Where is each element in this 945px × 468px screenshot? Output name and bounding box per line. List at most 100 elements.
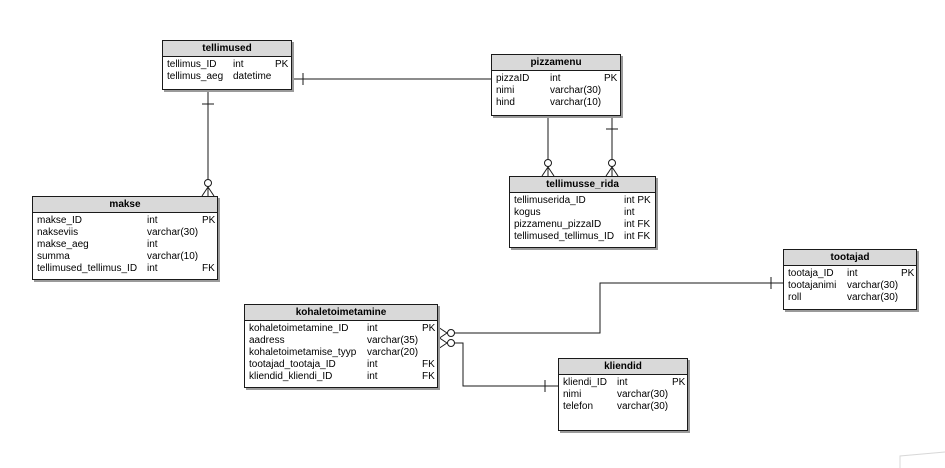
attribute-row: nimi varchar(30)	[559, 389, 687, 401]
column-key: FK	[422, 371, 435, 382]
column-name: aadress	[249, 335, 285, 346]
column-name: kohaletoimetamise_tyyp	[249, 347, 357, 358]
column-name: nakseviis	[37, 227, 79, 238]
column-name: tootajanimi	[788, 280, 837, 291]
column-type: varchar(30)	[147, 227, 199, 238]
column-key: FK	[202, 263, 215, 274]
column-name: kogus	[514, 207, 541, 218]
column-type: int	[617, 377, 628, 388]
rel-tellimused-pizzamenu	[292, 73, 491, 85]
column-type: varchar(10)	[147, 251, 199, 262]
attribute-row: tellimuserida_ID int PK	[510, 195, 655, 207]
column-name: tellimused_tellimus_ID	[37, 263, 138, 274]
column-key: FK	[422, 359, 435, 370]
column-name: telefon	[563, 401, 594, 412]
entity-title: tellimused	[163, 41, 291, 57]
column-key: PK	[901, 268, 915, 279]
rel-pizzamenu-tellimusse-rida-right	[605, 116, 619, 177]
column-type: int	[550, 73, 561, 84]
attribute-row: kogus int	[510, 207, 655, 219]
entity-tootajad[interactable]: tootajad tootaja_ID int PK tootajanimi v…	[783, 249, 917, 310]
attribute-row: makse_aeg int	[33, 239, 217, 251]
rel-kliendid-kohaletoimetamine	[437, 336, 558, 392]
rel-pizzamenu-tellimusse-rida-left	[541, 116, 555, 177]
column-type: varchar(30)	[550, 85, 602, 96]
column-type: varchar(10)	[550, 97, 602, 108]
entity-kliendid[interactable]: kliendid kliendi_ID int PK nimi varchar(…	[558, 358, 688, 431]
column-name: tootajad_tootaja_ID	[249, 359, 336, 370]
column-name: tellimused_tellimus_ID	[514, 231, 615, 242]
column-key: PK	[275, 59, 289, 70]
column-type: int PK	[624, 195, 651, 206]
attribute-row: makse_ID int PK	[33, 215, 217, 227]
column-name: tellimuserida_ID	[514, 195, 586, 206]
column-name: roll	[788, 292, 802, 303]
entity-makse[interactable]: makse makse_ID int PK nakseviis varchar(…	[32, 196, 218, 280]
attribute-row: telefon varchar(30)	[559, 401, 687, 413]
column-type: int	[367, 323, 378, 334]
corner-artifact	[899, 451, 945, 468]
attribute-row: kliendi_ID int PK	[559, 377, 687, 389]
column-name: summa	[37, 251, 70, 262]
column-type: int FK	[624, 219, 651, 230]
attribute-row: tellimus_aeg datetime	[163, 71, 291, 83]
attribute-row: nimi varchar(30)	[492, 85, 620, 97]
entity-tellimusse-rida[interactable]: tellimusse_rida tellimuserida_ID int PK …	[509, 176, 656, 248]
column-name: tellimus_ID	[167, 59, 217, 70]
entity-kohaletoimetamine[interactable]: kohaletoimetamine kohaletoimetamine_ID i…	[244, 304, 438, 388]
attribute-row: aadress varchar(35)	[245, 335, 437, 347]
column-type: int	[147, 263, 158, 274]
column-type: varchar(20)	[367, 347, 419, 358]
column-type: varchar(30)	[617, 389, 669, 400]
column-type: datetime	[233, 71, 272, 82]
column-type: varchar(30)	[847, 280, 899, 291]
attribute-row: kohaletoimetamine_ID int PK	[245, 323, 437, 335]
entity-tellimused[interactable]: tellimused tellimus_ID int PK tellimus_a…	[162, 40, 292, 90]
attribute-row: nakseviis varchar(30)	[33, 227, 217, 239]
column-name: kliendi_ID	[563, 377, 607, 388]
column-name: hind	[496, 97, 515, 108]
column-name: nimi	[496, 85, 515, 96]
attribute-row: hind varchar(10)	[492, 97, 620, 109]
column-type: int	[624, 207, 635, 218]
attribute-row: tellimus_ID int PK	[163, 59, 291, 71]
attribute-row: tootajanimi varchar(30)	[784, 280, 916, 292]
entity-title: tootajad	[784, 250, 916, 266]
column-name: nimi	[563, 389, 582, 400]
entity-title: makse	[33, 197, 217, 213]
column-type: varchar(35)	[367, 335, 419, 346]
attribute-row: tootajad_tootaja_ID int FK	[245, 359, 437, 371]
column-type: int	[147, 239, 158, 250]
column-name: kohaletoimetamine_ID	[249, 323, 349, 334]
entity-title: kliendid	[559, 359, 687, 375]
column-name: makse_aeg	[37, 239, 89, 250]
entity-pizzamenu[interactable]: pizzamenu pizzaID int PK nimi varchar(30…	[491, 54, 621, 116]
attribute-row: kliendid_kliendi_ID int FK	[245, 371, 437, 383]
column-key: PK	[672, 377, 686, 388]
attribute-row: summa varchar(10)	[33, 251, 217, 263]
rel-tellimused-makse	[201, 90, 215, 197]
column-name: makse_ID	[37, 215, 83, 226]
column-type: int FK	[624, 231, 651, 242]
attribute-row: roll varchar(30)	[784, 292, 916, 304]
column-name: tootaja_ID	[788, 268, 834, 279]
column-key: PK	[422, 323, 436, 334]
column-name: kliendid_kliendi_ID	[249, 371, 333, 382]
attribute-row: tellimused_tellimus_ID int FK	[33, 263, 217, 275]
attribute-row: kohaletoimetamise_tyyp varchar(20)	[245, 347, 437, 359]
column-type: int	[147, 215, 158, 226]
column-type: int	[847, 268, 858, 279]
column-key: PK	[604, 73, 618, 84]
column-type: int	[367, 371, 378, 382]
column-name: pizzaID	[496, 73, 530, 84]
attribute-row: pizzamenu_pizzaID int FK	[510, 219, 655, 231]
entity-title: pizzamenu	[492, 55, 620, 71]
column-type: int	[233, 59, 244, 70]
column-type: varchar(30)	[847, 292, 899, 303]
column-type: varchar(30)	[617, 401, 669, 412]
attribute-row: pizzaID int PK	[492, 73, 620, 85]
column-type: int	[367, 359, 378, 370]
attribute-row: tellimused_tellimus_ID int FK	[510, 231, 655, 243]
column-key: PK	[202, 215, 216, 226]
